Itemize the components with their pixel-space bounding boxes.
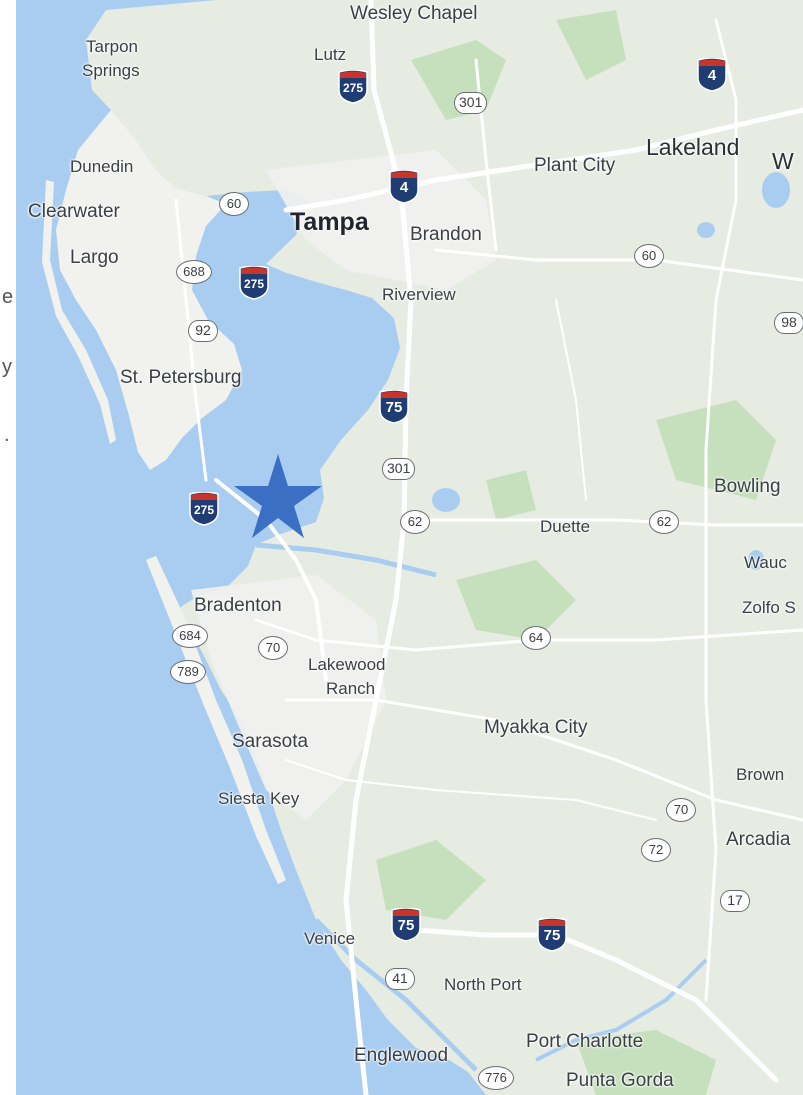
label-lutz: Lutz [314,45,347,64]
cut-text-1: e [2,286,14,308]
interstate-shield-icon: 75 [536,918,568,952]
map-view[interactable]: Wesley Chapel Tarpon Springs Lutz Dunedi… [16,0,803,1095]
cut-text-3: . [4,424,10,446]
label-siesta-key: Siesta Key [218,789,300,808]
park-3 [456,560,576,640]
label-north-port: North Port [444,975,522,994]
label-w-edge: W [772,148,794,174]
label-brandon: Brandon [410,224,482,245]
label-brown: Brown [736,765,785,784]
label-lakewood-2: Ranch [326,679,376,698]
state-road-shield-icon: 776 [478,1066,514,1090]
us-route-shield-icon: 301 [382,458,416,480]
mainland [86,0,803,1095]
interstate-shield-icon: 75 [390,908,422,942]
label-largo: Largo [70,247,119,268]
label-zolfo: Zolfo S [742,598,796,617]
us-route-shield-icon: 41 [385,968,415,990]
state-road-shield-icon: 62 [649,510,679,534]
us-route-shield-icon: 98 [774,312,803,334]
label-bowling: Bowling [714,476,781,497]
state-road-shield-icon: 64 [521,626,551,650]
label-englewood: Englewood [354,1045,449,1066]
myakka-river [314,918,478,1072]
lake-3 [697,222,715,238]
label-wauc: Wauc [744,553,787,572]
us-route-shield-icon: 301 [454,92,488,114]
interstate-shield-icon: 275 [337,70,369,104]
label-riverview: Riverview [382,285,456,304]
label-sarasota: Sarasota [232,731,309,752]
state-road-shield-icon: 72 [641,838,671,862]
tampa-urban [266,150,496,290]
state-road-shield-icon: 688 [176,260,212,284]
lake-2 [432,488,460,512]
label-clearwater: Clearwater [28,201,120,222]
us-route-shield-icon: 17 [720,890,750,912]
park-6 [576,1030,716,1095]
interstate-shield-icon: 75 [378,390,410,424]
park-2 [556,10,626,80]
label-tarpon-springs-2: Springs [82,61,140,80]
label-dunedin: Dunedin [70,157,134,176]
lake-4 [748,550,764,570]
interstate-shield-icon: 4 [696,58,728,92]
label-lakewood-1: Lakewood [308,655,386,674]
label-lakeland: Lakeland [646,134,740,160]
lake-1 [762,172,790,208]
label-punta-gorda: Punta Gorda [566,1070,674,1091]
state-road-shield-icon: 60 [634,244,664,268]
star-icon[interactable] [232,452,324,540]
park-7 [486,470,536,520]
state-road-shield-icon: 70 [666,798,696,822]
cut-text-2: y [2,356,12,378]
state-road-shield-icon: 789 [170,660,206,684]
label-tampa: Tampa [290,208,369,236]
us-route-shield-icon: 92 [188,320,218,342]
label-plant-city: Plant City [534,155,616,176]
bradenton-sarasota-urban [191,575,386,820]
label-wesley-chapel: Wesley Chapel [350,3,478,24]
barrier-island-north [42,180,116,444]
interstate-shield-icon: 275 [188,492,220,526]
label-port-charlotte: Port Charlotte [526,1031,644,1052]
label-st-petersburg: St. Petersburg [120,367,242,388]
park-4 [376,840,486,920]
label-venice: Venice [304,929,356,948]
label-bradenton: Bradenton [194,595,282,616]
label-myakka-city: Myakka City [484,717,588,738]
state-road-shield-icon: 62 [400,510,430,534]
park-5 [656,400,776,500]
peace-river [535,958,708,1062]
label-arcadia: Arcadia [726,829,791,850]
label-tarpon-springs-1: Tarpon [86,37,138,56]
state-road-shield-icon: 684 [172,624,208,648]
label-duette: Duette [540,517,591,536]
state-road-shield-icon: 60 [219,192,249,216]
state-road-shield-icon: 70 [258,636,288,660]
interstate-shield-icon: 275 [238,266,270,300]
interstate-shield-icon: 4 [388,170,420,204]
